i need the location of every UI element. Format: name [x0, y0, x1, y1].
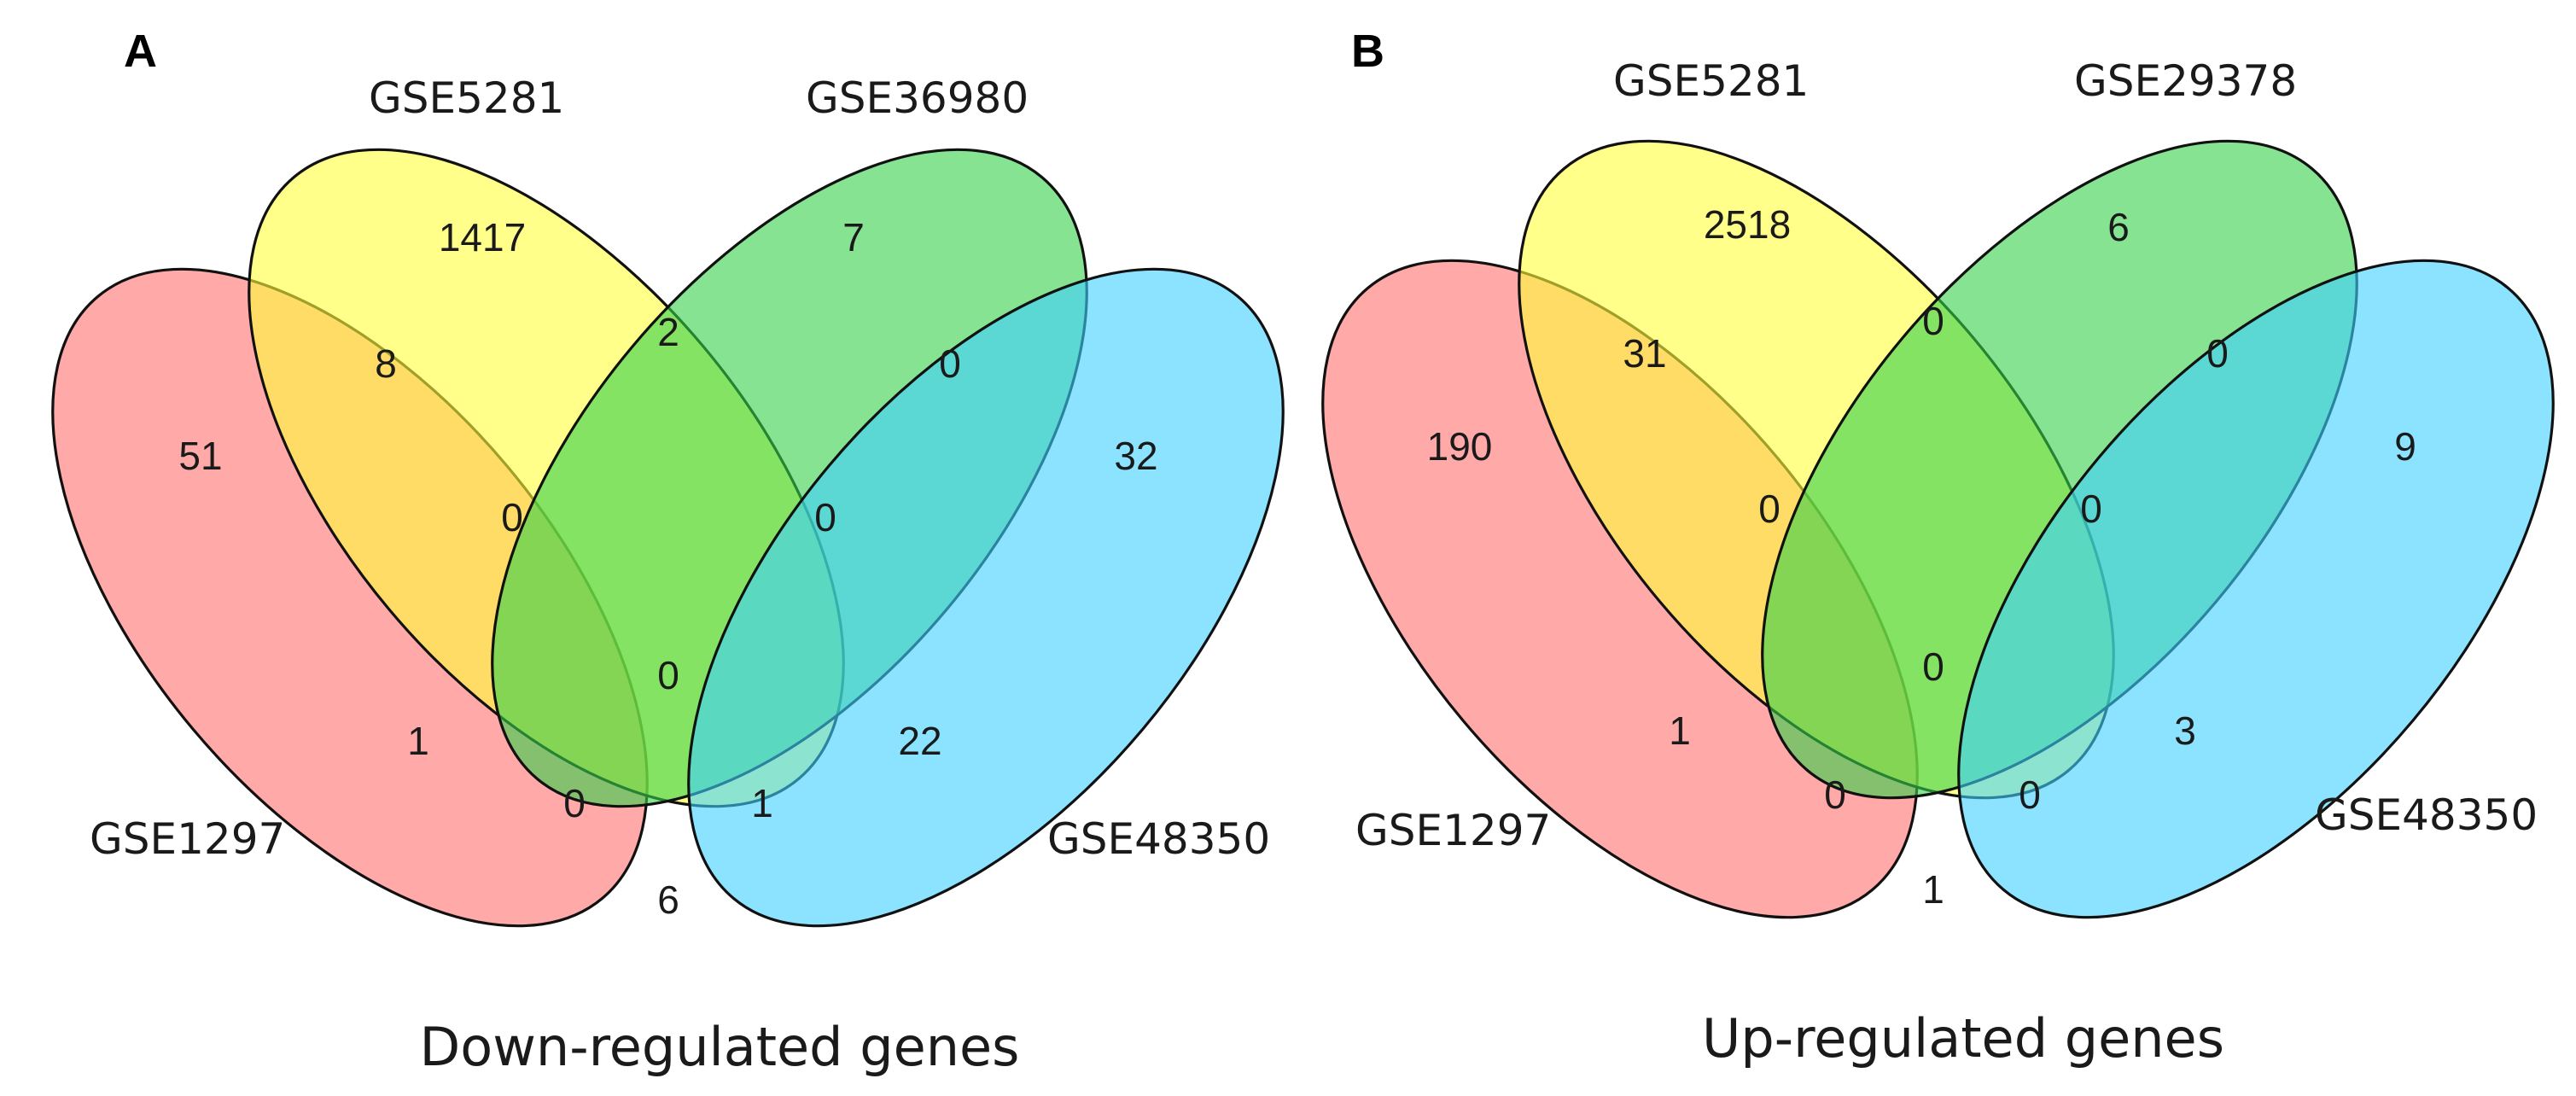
count-only-1: 51 — [178, 434, 222, 478]
count-2-3-4: 0 — [814, 495, 836, 539]
set-label-3: GSE36980 — [806, 73, 1029, 123]
set-ellipse-4 — [687, 267, 1285, 928]
set-ellipse-4 — [1957, 259, 2555, 919]
venn-panel-b: B GSE1297 GSE5281 GSE29378 GSE48350 190 … — [1321, 26, 2555, 1070]
set-label-1: GSE1297 — [90, 814, 285, 864]
count-only-1: 190 — [1427, 424, 1493, 469]
count-1-2-3-4: 0 — [657, 653, 679, 697]
count-1-2-3: 0 — [1758, 487, 1780, 531]
region-counts: 190 2518 6 9 31 0 0 0 0 0 1 3 0 0 1 — [1427, 202, 2416, 912]
count-only-2: 2518 — [1704, 202, 1791, 247]
count-2-4: 3 — [2174, 708, 2196, 753]
count-only-3: 7 — [842, 215, 865, 259]
count-3-4: 0 — [939, 341, 961, 386]
count-2-3: 0 — [1922, 299, 1944, 343]
panel-letter: A — [124, 26, 157, 77]
venn-panel-a: A GSE1297 GSE5281 GSE36980 GSE48350 51 1… — [51, 26, 1285, 1078]
region-counts: 51 1417 7 32 8 2 0 0 0 0 1 22 0 1 6 — [178, 215, 1157, 922]
panel-caption: Down-regulated genes — [420, 1016, 1020, 1078]
count-1-2-4: 0 — [2019, 772, 2041, 817]
panel-letter: B — [1351, 26, 1384, 77]
count-1-3: 1 — [1669, 708, 1691, 753]
count-1-2-3-4: 0 — [1922, 644, 1944, 689]
count-2-3: 2 — [657, 310, 679, 354]
venn-ellipses — [51, 148, 1285, 928]
count-1-2-3: 0 — [501, 495, 523, 539]
set-label-3: GSE29378 — [2074, 56, 2297, 106]
count-only-2: 1417 — [439, 215, 526, 259]
count-1-3-4: 0 — [1824, 772, 1846, 817]
set-label-4: GSE48350 — [1047, 814, 1270, 864]
venn-ellipses — [1321, 139, 2555, 919]
count-2-3-4: 0 — [2080, 487, 2102, 531]
set-label-1: GSE1297 — [1355, 806, 1551, 855]
count-1-4: 6 — [657, 877, 679, 922]
set-label-2: GSE5281 — [369, 73, 564, 123]
count-1-2: 31 — [1623, 331, 1666, 376]
count-1-2: 8 — [375, 341, 397, 386]
count-only-4: 9 — [2394, 424, 2416, 469]
count-2-4: 22 — [898, 719, 941, 763]
count-only-4: 32 — [1114, 434, 1157, 478]
count-1-3: 1 — [407, 719, 429, 763]
count-only-3: 6 — [2107, 205, 2130, 249]
count-1-4: 1 — [1922, 867, 1944, 912]
count-1-2-4: 1 — [751, 781, 773, 825]
panel-caption: Up-regulated genes — [1702, 1007, 2224, 1070]
count-1-3-4: 0 — [563, 781, 586, 825]
count-3-4: 0 — [2206, 331, 2229, 376]
set-label-2: GSE5281 — [1613, 56, 1809, 106]
set-label-4: GSE48350 — [2315, 790, 2538, 840]
